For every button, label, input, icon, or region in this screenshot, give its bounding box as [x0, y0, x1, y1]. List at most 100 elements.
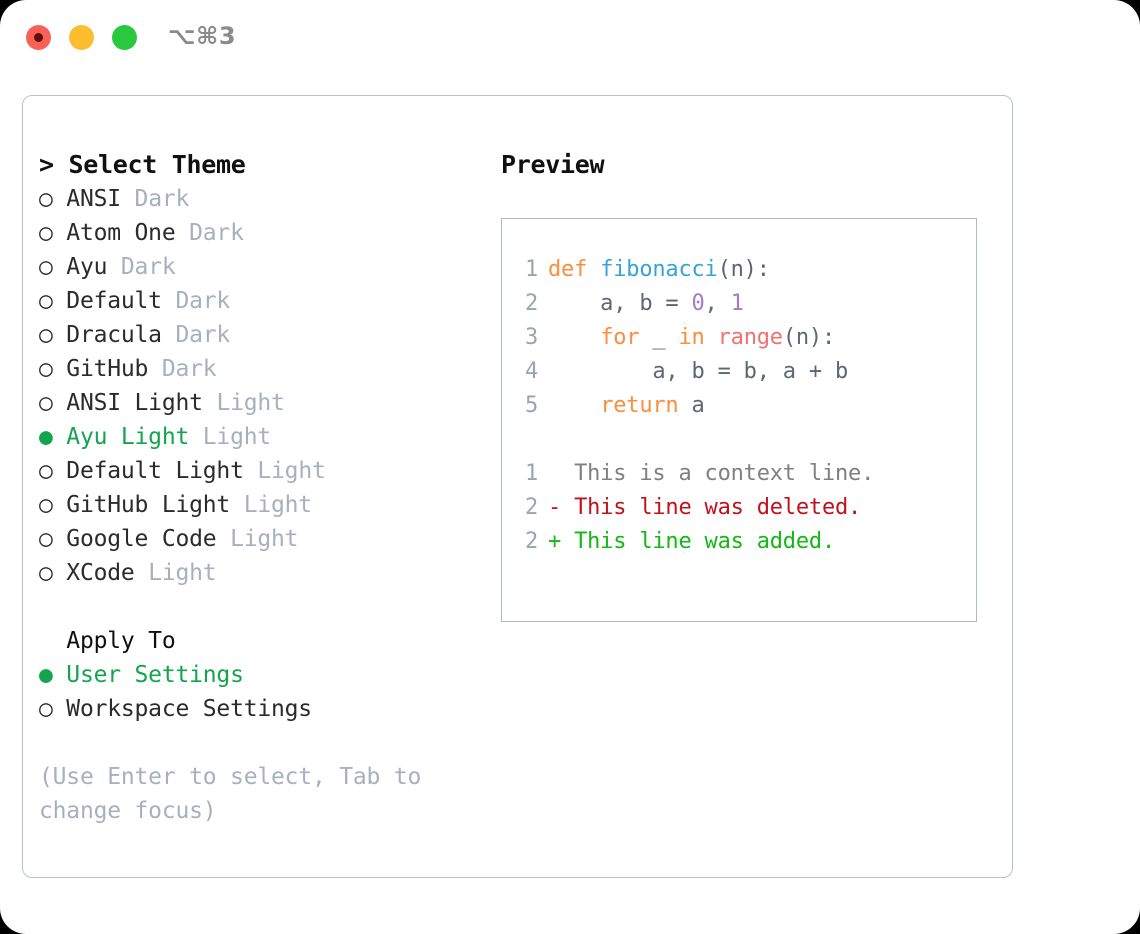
code-token: fibonacci: [600, 257, 718, 282]
theme-option-xcode[interactable]: ○ XCode Light: [39, 556, 479, 590]
code-token: a, b = b, a + b: [548, 359, 849, 384]
line-number: 3: [524, 325, 538, 350]
radio-unselected-icon: ○: [39, 458, 53, 484]
radio-unselected-icon: ○: [39, 526, 53, 552]
radio-unselected-icon: ○: [39, 390, 53, 416]
theme-option-label: GitHub Light: [52, 492, 244, 518]
theme-variant-tag: Light: [243, 492, 312, 518]
window-controls: [26, 25, 137, 50]
code-token: [548, 393, 600, 418]
theme-variant-tag: Light: [148, 560, 217, 586]
line-number: 2: [524, 291, 538, 316]
line-number: 5: [524, 393, 538, 418]
theme-option-default-light[interactable]: ○ Default Light Light: [39, 454, 479, 488]
code-line: 3 for _ in range(n):: [502, 321, 976, 355]
code-token: in: [678, 325, 705, 350]
diff-line: 2+ This line was added.: [502, 525, 976, 559]
theme-variant-tag: Dark: [175, 322, 231, 348]
spacer: [502, 423, 976, 457]
code-token: [587, 257, 600, 282]
theme-option-label: Ayu Light: [52, 424, 203, 450]
theme-option-label: ANSI: [52, 186, 135, 212]
code-token: for: [600, 325, 640, 350]
apply-option-user-settings[interactable]: ● User Settings: [39, 658, 479, 692]
theme-variant-tag: Light: [230, 526, 299, 552]
radio-unselected-icon: ○: [39, 492, 53, 518]
radio-unselected-icon: ○: [39, 322, 53, 348]
preview-header: Preview: [501, 150, 605, 179]
theme-option-default[interactable]: ○ Default Dark: [39, 284, 479, 318]
line-number: 1: [524, 461, 538, 486]
code-token: ,: [704, 291, 731, 316]
diff-sample: 1 This is a context line. 2 - This line wa…: [502, 457, 976, 559]
select-theme-header: > Select Theme: [39, 150, 246, 179]
theme-option-label: Ayu: [52, 254, 121, 280]
theme-variant-tag: Dark: [175, 288, 231, 314]
code-line: 5 return a: [502, 389, 976, 423]
radio-unselected-icon: ○: [39, 560, 53, 586]
code-token: (n):: [782, 325, 836, 350]
code-token: range: [717, 325, 783, 350]
theme-option-label: XCode: [52, 560, 149, 586]
theme-option-google-code[interactable]: ○ Google Code Light: [39, 522, 479, 556]
line-number: 4: [524, 359, 538, 384]
title-bar: ⌥⌘3: [0, 0, 1140, 76]
line-number: 2: [524, 495, 538, 520]
theme-option-label: Default: [52, 288, 176, 314]
code-token: 1: [730, 291, 744, 316]
close-button[interactable]: [26, 25, 51, 50]
theme-selector-card: > Select Theme ○ ANSI Dark○ Atom One Dar…: [22, 95, 1013, 878]
theme-list-column: > Select Theme ○ ANSI Dark○ Atom One Dar…: [39, 148, 479, 828]
radio-unselected-icon: ○: [39, 186, 53, 212]
theme-variant-tag: Dark: [161, 356, 217, 382]
diff-line: 2 - This line was deleted.: [502, 491, 976, 525]
code-token: a: [678, 393, 705, 418]
code-token: (n):: [717, 257, 770, 282]
theme-option-ansi[interactable]: ○ ANSI Dark: [39, 182, 479, 216]
code-line: 2 a, b = 0, 1: [502, 287, 976, 321]
line-number: 2: [524, 529, 538, 554]
apply-option-workspace-settings[interactable]: ○ Workspace Settings: [39, 692, 479, 726]
theme-option-dracula[interactable]: ○ Dracula Dark: [39, 318, 479, 352]
theme-option-label: ANSI Light: [52, 390, 217, 416]
code-token: [548, 325, 600, 350]
theme-list[interactable]: ○ ANSI Dark○ Atom One Dark○ Ayu Dark○ De…: [39, 182, 479, 590]
code-token: _: [639, 325, 679, 350]
theme-variant-tag: Light: [202, 424, 272, 450]
theme-option-ansi-light[interactable]: ○ ANSI Light Light: [39, 386, 479, 420]
minimize-button[interactable]: [69, 25, 94, 50]
apply-to-header: Apply To: [39, 628, 176, 654]
theme-variant-tag: Dark: [189, 220, 244, 246]
maximize-button[interactable]: [112, 25, 137, 50]
radio-unselected-icon: ○: [39, 220, 53, 246]
theme-option-ayu[interactable]: ○ Ayu Dark: [39, 250, 479, 284]
diff-line: 1 This is a context line.: [502, 457, 976, 491]
theme-option-label: GitHub: [52, 356, 162, 382]
radio-selected-icon: ●: [39, 662, 53, 688]
radio-unselected-icon: ○: [39, 288, 53, 314]
theme-option-ayu-light[interactable]: ● Ayu Light Light: [39, 420, 479, 454]
theme-option-label: Dracula: [52, 322, 176, 348]
theme-variant-tag: Light: [216, 390, 285, 416]
radio-unselected-icon: ○: [39, 696, 53, 722]
theme-option-github-light[interactable]: ○ GitHub Light Light: [39, 488, 479, 522]
theme-option-label: Atom One: [52, 220, 190, 246]
keyboard-hint-text: (Use Enter to select, Tab to change focu…: [39, 764, 422, 824]
theme-variant-tag: Dark: [120, 254, 176, 280]
theme-variant-tag: Dark: [134, 186, 190, 212]
diff-text: - This line was deleted.: [548, 495, 862, 520]
code-line: 4 a, b = b, a + b: [502, 355, 976, 389]
code-token: def: [548, 257, 588, 282]
code-token: [705, 325, 718, 350]
theme-option-github[interactable]: ○ GitHub Dark: [39, 352, 479, 386]
code-token: 0: [691, 291, 705, 316]
theme-option-atom-one[interactable]: ○ Atom One Dark: [39, 216, 479, 250]
code-token: a, b =: [548, 291, 692, 316]
apply-to-list[interactable]: ● User Settings○ Workspace Settings: [39, 658, 479, 726]
keyboard-shortcut-label: ⌥⌘3: [168, 22, 237, 50]
